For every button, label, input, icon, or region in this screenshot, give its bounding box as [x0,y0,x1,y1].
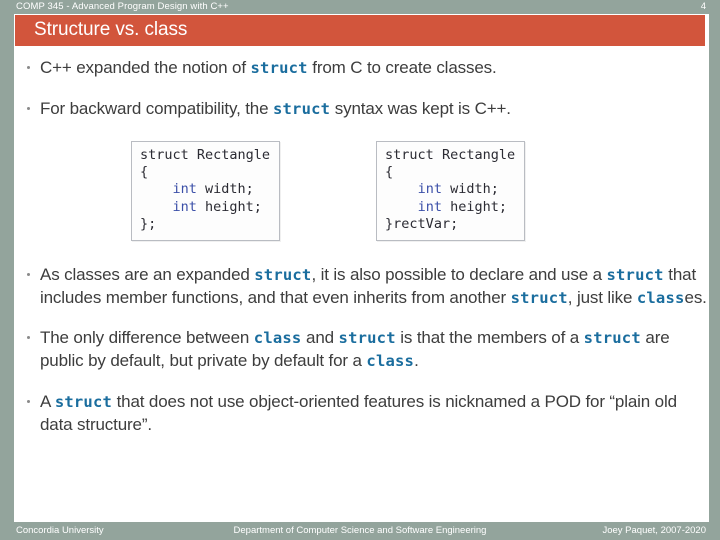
code-type-token: int [172,181,197,198]
bullet-text: are public by default, but private by de… [40,328,670,371]
slide-title-bar: Structure vs. class [15,15,705,46]
code-token [140,181,173,197]
code-line: int height; [140,199,270,216]
code-line: int width; [385,181,515,198]
code-examples-row: struct Rectangle{ int width; int height;… [14,140,709,241]
right-accent-band [709,0,720,540]
footer-author: Joey Paquet, 2007-2020 [602,525,706,536]
code-keyword: class [636,288,685,307]
bullet-text: is that the members of a [395,328,584,348]
code-keyword: struct [250,59,308,77]
code-keyword: struct [54,392,113,411]
code-type-token: int [417,181,442,198]
code-token: { [140,163,149,180]
bullet-text: that does not use object-oriented featur… [40,391,677,434]
bullet-5: A struct that does not use object-orient… [14,390,709,437]
code-token: struct Rectangle [140,146,271,163]
bullet-4: The only difference between class and st… [14,326,709,373]
slide-footer: Concordia University Department of Compu… [0,522,720,540]
code-line: struct Rectangle [385,147,515,164]
code-token: { [385,163,394,180]
code-keyword: struct [254,265,312,284]
code-box-struct-with-var: struct Rectangle{ int width; int height;… [376,140,526,241]
code-token [385,181,418,197]
code-token: height; [196,198,262,215]
bullet-text: The only difference between [40,328,254,348]
code-token: height; [441,198,507,215]
bullet-text: and [301,328,339,348]
code-keyword: struct [510,288,568,307]
code-keyword: class [253,329,302,348]
code-type-token: int [417,198,442,215]
code-line: struct Rectangle [140,147,270,164]
bullet-text: As classes are an expanded [40,264,255,284]
bullet-1: C++ expanded the notion of struct from C… [14,56,709,79]
bullet-text: For backward compatibility, the [40,99,273,119]
code-line: }; [140,216,270,233]
footer-department: Department of Computer Science and Softw… [233,525,487,536]
left-accent-band [0,0,14,540]
code-keyword: struct [606,265,664,284]
code-token: }rectVar; [385,216,459,233]
code-line: int width; [140,181,270,198]
code-keyword: struct [338,329,396,348]
bullet-text: es. [684,287,707,307]
bullet-text: C++ expanded the notion of [40,58,251,77]
bullet-text: A [40,391,55,411]
code-token: width; [441,181,499,198]
bullet-text: that includes member functions, and that… [40,264,697,307]
code-line: }rectVar; [385,216,515,233]
slide-header-bar: COMP 345 - Advanced Program Design with … [0,0,720,14]
bullet-text: , it is also possible to declare and use… [311,264,607,284]
code-keyword: struct [272,100,331,119]
code-box-struct-plain: struct Rectangle{ int width; int height;… [131,140,281,241]
code-token [140,199,173,215]
slide-title: Structure vs. class [34,19,188,40]
course-title: COMP 345 - Advanced Program Design with … [16,1,229,12]
bullet-3: As classes are an expanded struct, it is… [14,263,709,310]
bullet-text: syntax was kept is C++. [330,99,511,119]
code-token: width; [196,181,254,198]
code-line: int height; [385,199,515,216]
footer-institution: Concordia University [16,525,104,536]
code-keyword: struct [583,329,641,348]
code-keyword: class [366,352,415,371]
bullet-2: For backward compatibility, the struct s… [14,97,709,120]
code-line: { [385,164,515,181]
page-number: 4 [700,1,706,12]
code-token: struct Rectangle [385,146,516,163]
bullet-text: from C to create classes. [307,58,497,77]
slide-content: C++ expanded the notion of struct from C… [14,48,709,522]
bullet-text: . [414,351,419,371]
code-line: { [140,164,270,181]
code-type-token: int [172,198,197,215]
bullet-text: , just like [567,287,637,307]
code-token: }; [140,216,157,233]
code-token [385,199,418,215]
